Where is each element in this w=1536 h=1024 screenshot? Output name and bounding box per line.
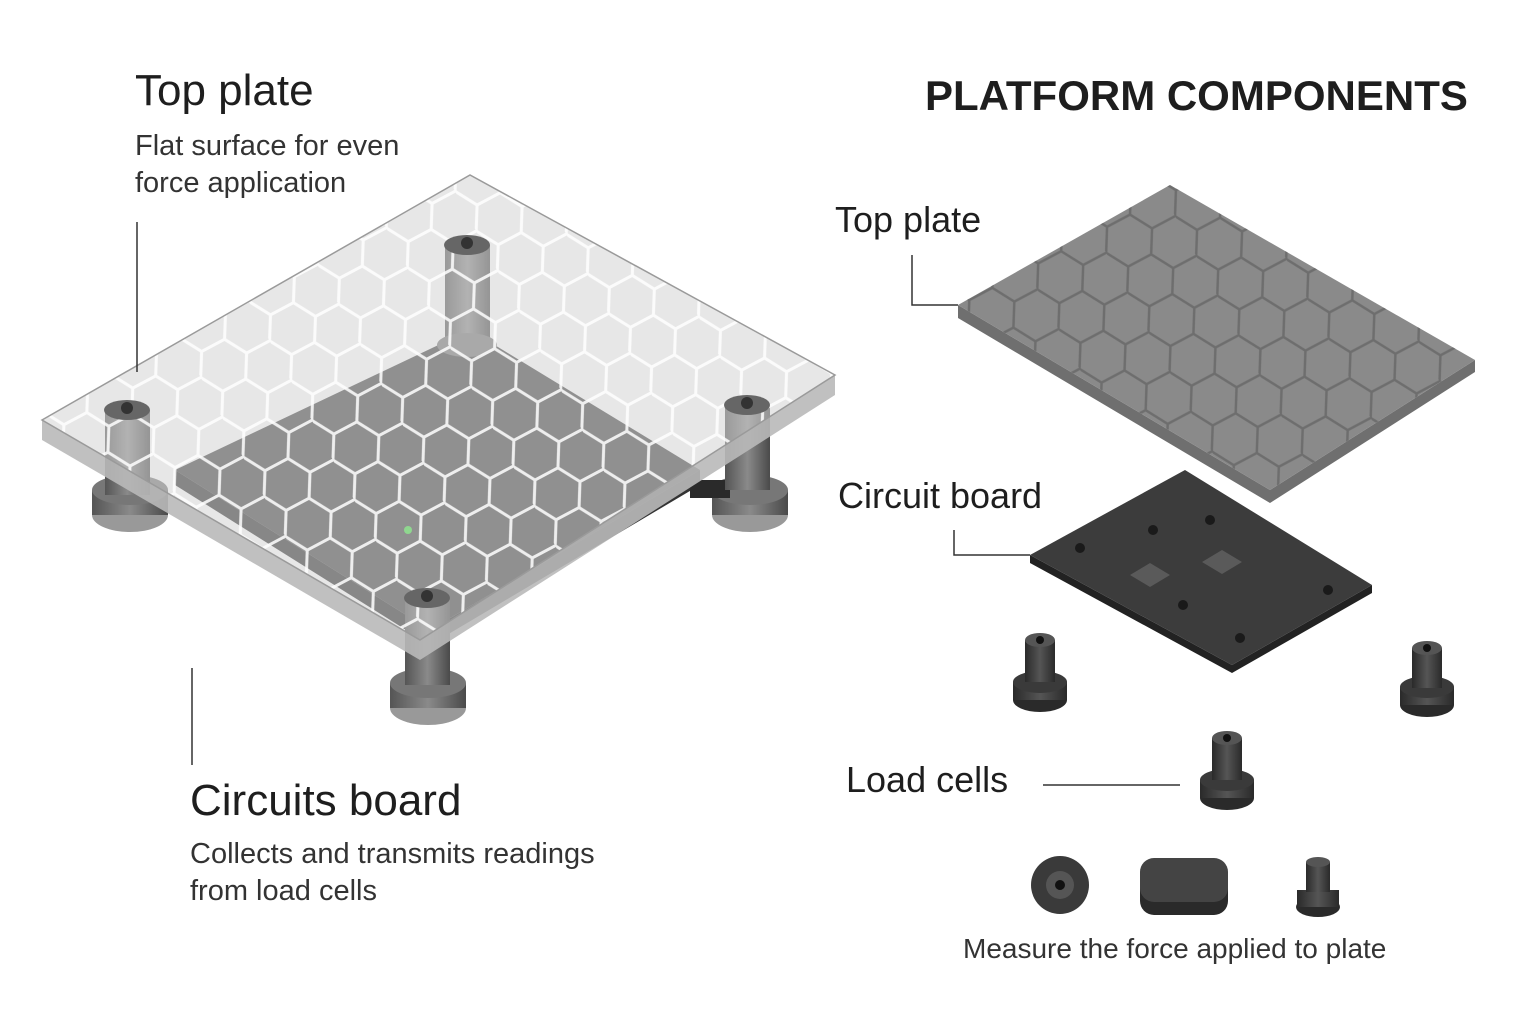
small-parts [1031,856,1340,917]
load-cells-caption: Measure the force applied to plate [963,933,1387,964]
circuits-board-title: Circuits board [190,776,462,825]
pad-part [1140,858,1228,915]
load-cell [1200,731,1254,810]
circuits-board-desc-1: Collects and transmits readings [190,838,595,870]
leader-right-top-plate [911,255,958,306]
top-plate-title: Top plate [135,66,314,115]
assembled-platform [40,174,837,725]
platform-components-heading: PLATFORM COMPONENTS [925,72,1468,119]
label-circuit-board: Circuit board [838,475,1043,516]
leader-right-circuit-board [953,530,1030,556]
top-plate-desc-1: Flat surface for even [135,130,400,162]
circuits-board-desc-2: from load cells [190,875,377,907]
load-cell [1013,633,1067,712]
washer-part [1031,856,1089,914]
exploded-circuit-board [1030,470,1372,673]
label-load-cells: Load cells [846,759,1009,800]
label-top-plate: Top plate [835,199,982,240]
load-cell [1400,641,1454,717]
screw-part [1296,857,1340,917]
top-plate-desc-2: force application [135,167,347,199]
exploded-top-plate [958,185,1475,503]
